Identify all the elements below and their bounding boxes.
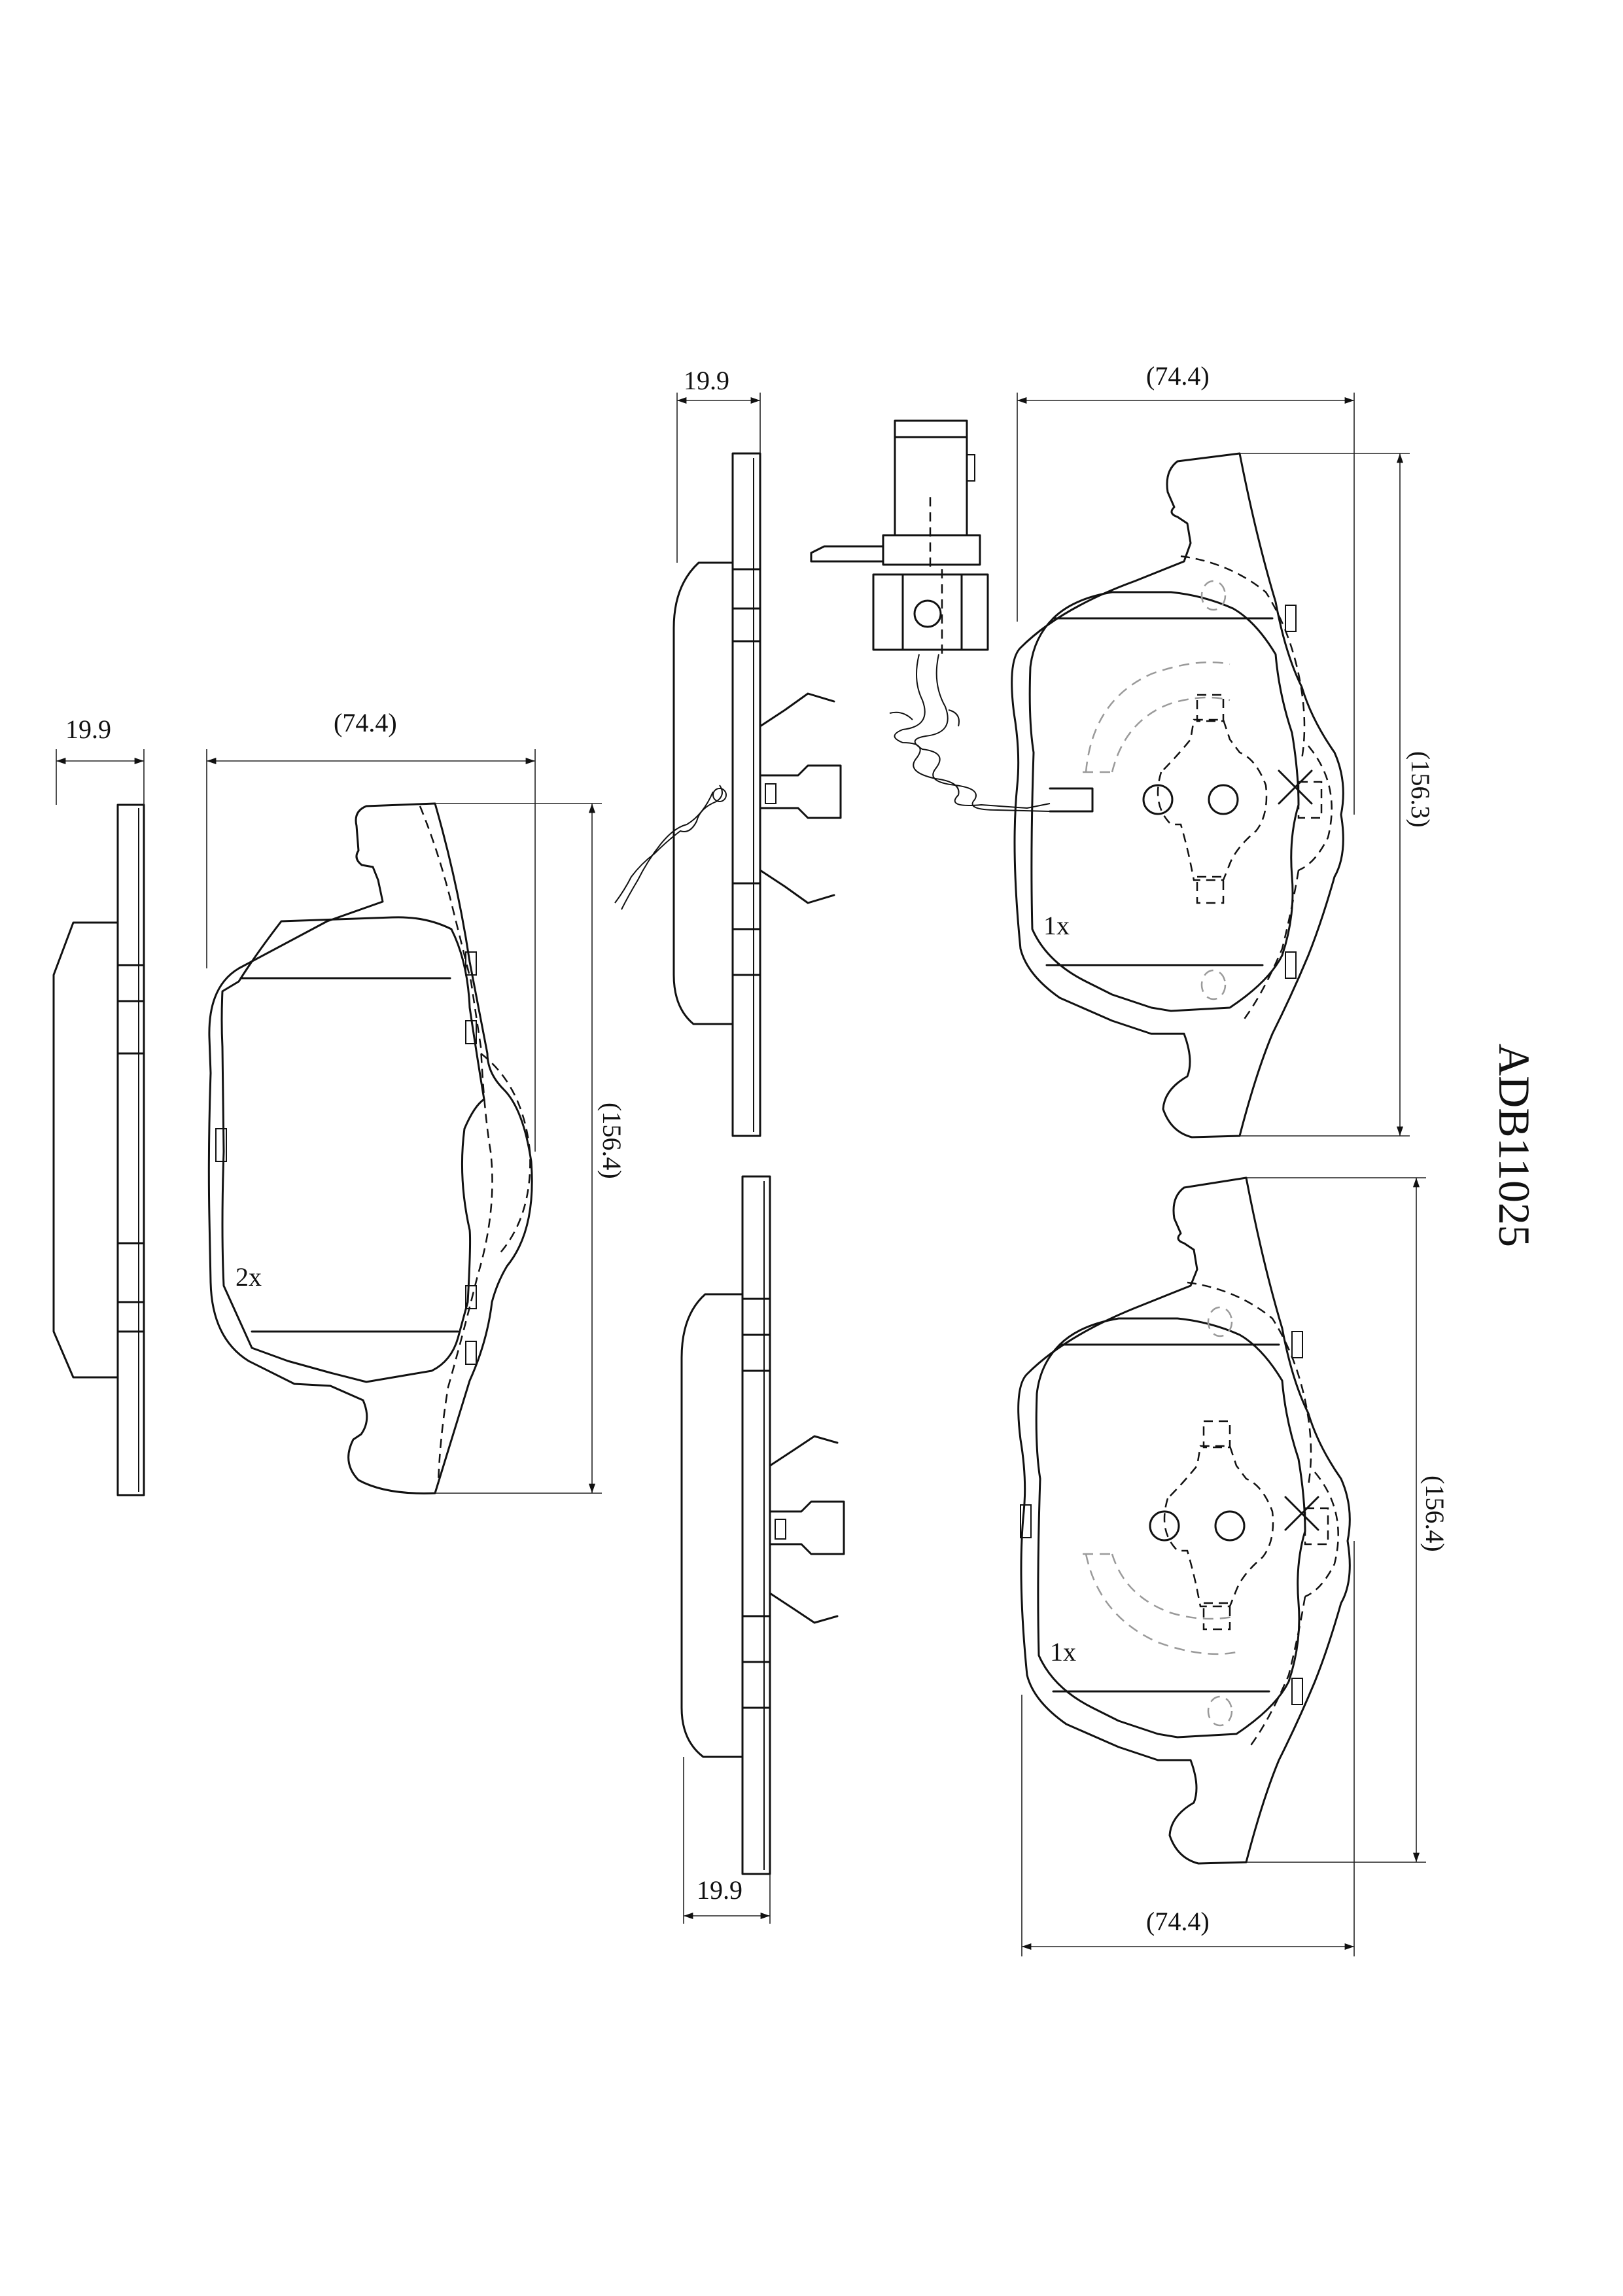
top-pad-thickness-label: 19.9 — [684, 366, 729, 395]
top-pad-dimensions — [676, 393, 1410, 1137]
top-pad-side-view — [614, 452, 842, 1137]
bottom-pad-height-label: (156.4) — [1420, 1475, 1450, 1552]
bottom-pad-dimensions — [683, 1177, 1426, 1956]
top-pad-width-label: (74.4) — [1146, 361, 1210, 391]
left-pad-side-view — [52, 804, 145, 1496]
left-pad-width-label: (74.4) — [334, 708, 397, 737]
left-pad-front-view — [207, 802, 533, 1494]
bottom-pad-side-view — [680, 1175, 845, 1875]
left-pad-height-label: (156.4) — [597, 1103, 627, 1179]
top-pad-quantity-label: 1x — [1043, 911, 1070, 940]
bottom-pad-width-label: (74.4) — [1146, 1907, 1210, 1936]
top-pad-height-label: (156.3) — [1406, 751, 1435, 828]
left-pad-thickness-label: 19.9 — [65, 715, 111, 744]
bottom-pad-thickness-label: 19.9 — [697, 1875, 742, 1905]
top-pad-front-view — [1011, 452, 1344, 1139]
bottom-pad-quantity-label: 1x — [1050, 1637, 1076, 1667]
bottom-pad-front-view — [1017, 1176, 1351, 1865]
left-pad-dimensions — [56, 749, 602, 1494]
part-number-label: ADB11025 — [1490, 1044, 1539, 1247]
wear-sensor — [810, 419, 1051, 812]
left-pad-quantity-label: 2x — [236, 1262, 262, 1292]
